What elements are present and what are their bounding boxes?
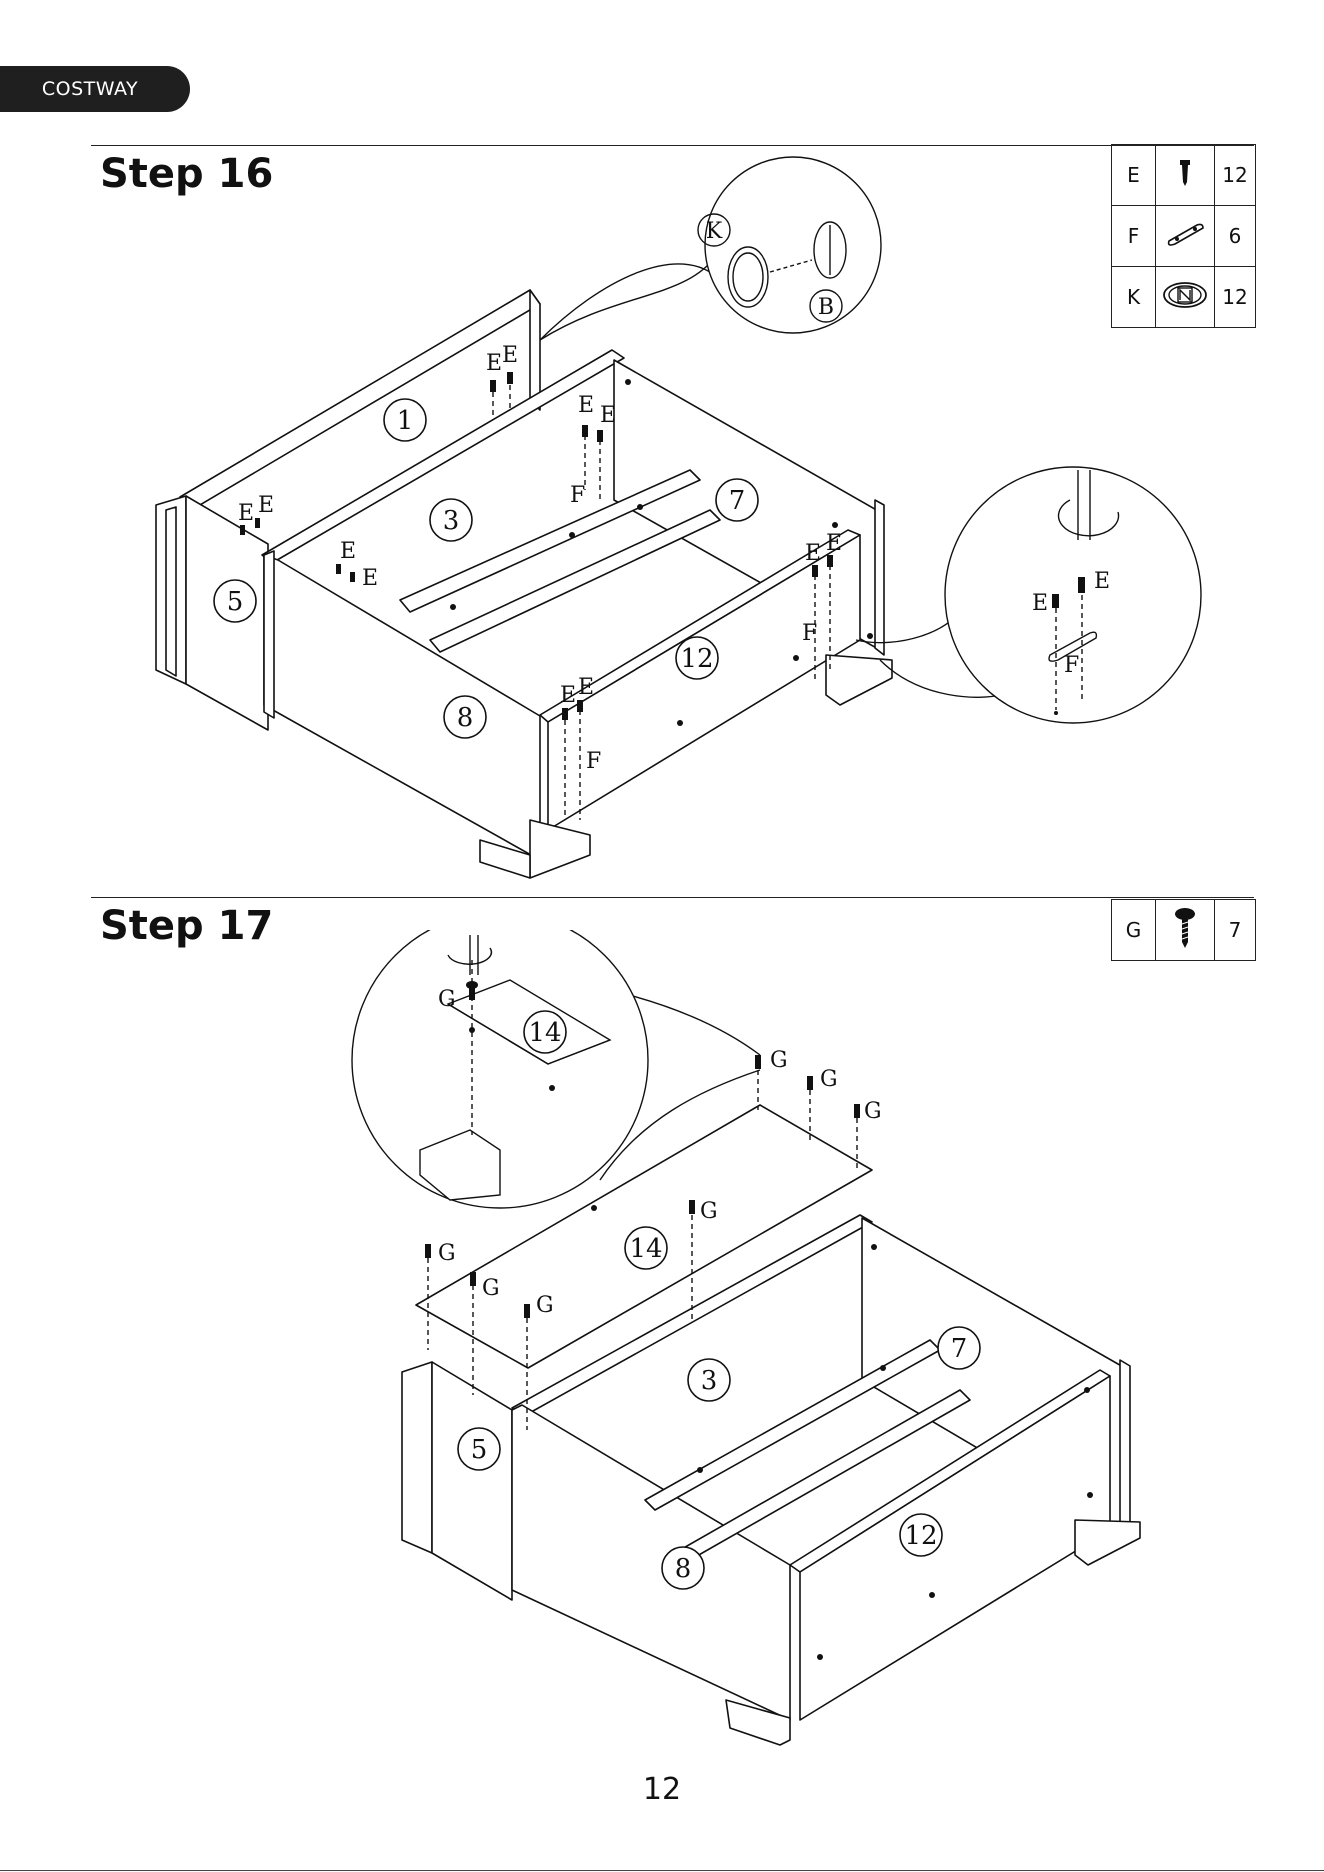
page-number: 12 xyxy=(0,1772,1324,1807)
label-G: G xyxy=(438,987,456,1012)
flat-head-screw-icon xyxy=(1156,900,1215,961)
panel-number: 12 xyxy=(680,644,713,674)
label-E: E xyxy=(578,675,594,700)
label-F: F xyxy=(1064,653,1079,678)
panel-number: 3 xyxy=(701,1366,718,1396)
label-E: E xyxy=(502,343,518,368)
part-qty: 12 xyxy=(1215,267,1256,328)
label-E: E xyxy=(600,403,616,428)
step17-title: Step 17 xyxy=(100,906,273,946)
label-G: G xyxy=(700,1199,718,1224)
label-G: G xyxy=(536,1293,554,1318)
panel-number: 8 xyxy=(675,1554,692,1584)
panel-number: 5 xyxy=(471,1435,488,1465)
label-G: G xyxy=(770,1048,788,1073)
detail-callout-plate xyxy=(945,467,1201,723)
label-K: K xyxy=(706,219,723,244)
step17-divider xyxy=(91,897,1254,898)
label-G: G xyxy=(820,1067,838,1092)
label-F: F xyxy=(570,483,585,508)
panel-number: 7 xyxy=(951,1334,968,1364)
label-E: E xyxy=(805,541,821,566)
panel-number: 14 xyxy=(629,1234,662,1264)
label-B: B xyxy=(818,295,834,320)
label-E: E xyxy=(486,351,502,376)
label-E: E xyxy=(1032,591,1048,616)
label-E: E xyxy=(578,393,594,418)
brand-name: COSTWAY xyxy=(42,78,138,100)
step16-divider xyxy=(91,145,1254,146)
label-G: G xyxy=(864,1099,882,1124)
panel-5-edge xyxy=(402,1362,432,1553)
label-E: E xyxy=(258,493,274,518)
label-F: F xyxy=(586,749,601,774)
panel-5 xyxy=(432,1362,512,1600)
step16-diagram: E E E E E E E E E E E E F F F xyxy=(140,150,1220,890)
panel-number: 14 xyxy=(528,1018,561,1048)
label-G: G xyxy=(438,1241,456,1266)
label-E: E xyxy=(362,566,378,591)
footer-divider xyxy=(0,1870,1324,1871)
panel-number: 7 xyxy=(729,486,746,516)
label-E: E xyxy=(560,683,576,708)
panel-number: 12 xyxy=(904,1521,937,1551)
detail-callout-cam xyxy=(705,157,881,333)
panel-number: 5 xyxy=(227,587,244,617)
panel-number: 8 xyxy=(457,703,474,733)
part-qty: 7 xyxy=(1215,900,1256,961)
panel-1 xyxy=(180,290,540,512)
part-qty: 6 xyxy=(1215,206,1256,267)
label-E: E xyxy=(1094,569,1110,594)
panel-number: 3 xyxy=(443,506,460,536)
label-G: G xyxy=(482,1276,500,1301)
step17-diagram: G G G G G G G G 14 14 3 5 7 8 xyxy=(340,930,1160,1750)
label-E: E xyxy=(340,539,356,564)
panel-number: 1 xyxy=(397,406,414,436)
label-E: E xyxy=(238,501,254,526)
label-E: E xyxy=(826,531,842,556)
part-qty: 12 xyxy=(1215,145,1256,206)
brand-logo: COSTWAY xyxy=(0,66,190,112)
